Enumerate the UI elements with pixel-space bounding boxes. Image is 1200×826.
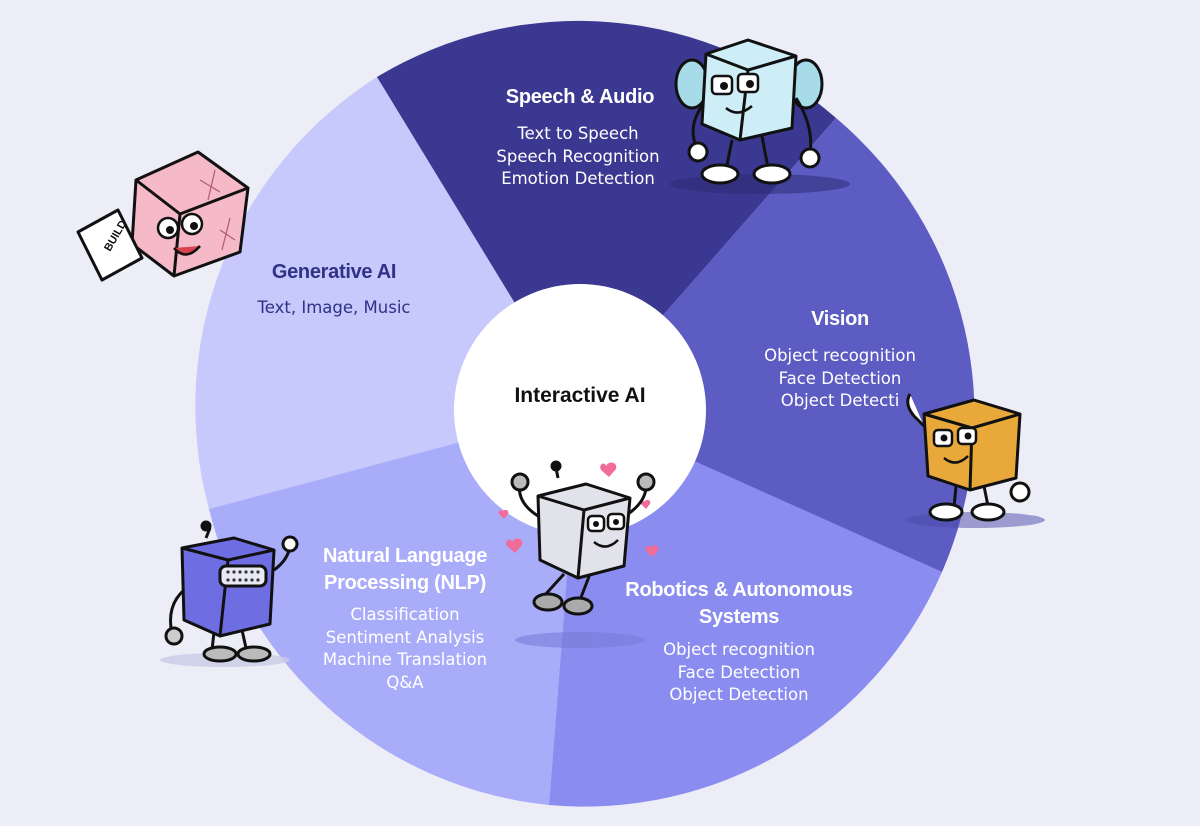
segment-vision-item: Object recognition <box>764 346 916 365</box>
segment-generative-items: Text, Image, Music <box>224 297 444 320</box>
segment-speech-item: Text to Speech <box>517 124 639 143</box>
segment-nlp-item: Q&A <box>386 672 424 692</box>
blue-cube-headphones-mascot-icon <box>674 38 824 185</box>
center-label: Interactive AI <box>514 384 646 407</box>
grey-cube-robot-hearts-mascot-icon <box>498 460 659 616</box>
segment-robotics-item: Object Detection <box>669 685 809 704</box>
segment-speech-title: Speech & Audio <box>505 86 655 108</box>
segment-speech-items: Text to Speech Speech Recognition Emotio… <box>448 123 708 191</box>
segment-generative-item: Text, Image, Music <box>257 298 411 317</box>
segment-nlp-items: Classification Sentiment Analysis Machin… <box>290 604 520 694</box>
segment-nlp-item: Classification <box>350 605 460 624</box>
purple-cube-robot-mascot-icon <box>164 520 299 663</box>
orange-cube-waving-mascot-icon <box>906 393 1031 522</box>
segment-vision-wedge <box>580 118 975 572</box>
segment-vision-items: Object recognition Face Detection Object… <box>740 345 940 413</box>
segment-nlp-title: Natural Language Processing (NLP) <box>322 545 488 594</box>
segment-vision-item: Face Detection <box>778 368 902 388</box>
segment-robotics-title: Robotics & Autonomous Systems <box>625 579 853 628</box>
segment-generative-title: Generative AI <box>271 261 397 283</box>
segment-vision-item: Object Detecti <box>780 391 900 410</box>
pink-cube-mascot-icon: BUILD <box>76 150 250 282</box>
segment-nlp-wedge <box>209 410 580 805</box>
shadow <box>515 632 645 648</box>
segment-robotics-items: Object recognition Face Detection Object… <box>630 639 848 707</box>
segment-nlp-item: Machine Translation <box>322 650 488 669</box>
segment-vision-title: Vision <box>811 308 869 330</box>
segment-speech-item: Emotion Detection <box>501 169 655 188</box>
segment-speech-item: Speech Recognition <box>496 146 660 166</box>
segment-nlp-item: Sentiment Analysis <box>325 627 485 647</box>
segment-robotics-item: Object recognition <box>663 640 815 659</box>
segment-robotics-item: Face Detection <box>677 662 801 682</box>
